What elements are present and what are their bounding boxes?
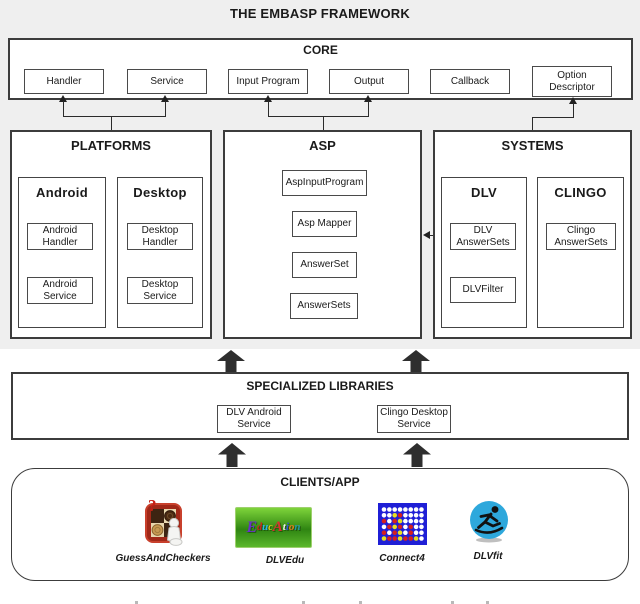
dlvedu-caption: DLVEdu: [265, 555, 305, 566]
android-service-box: Android Service: [27, 277, 93, 304]
dlvfit-app-icon[interactable]: [468, 500, 510, 544]
answerset-box: AnswerSet: [292, 252, 357, 278]
clients-box: CLIENTS/APP: [11, 468, 629, 581]
android-group-box: Android: [18, 177, 106, 328]
diagram-title: THE EMBASP FRAMEWORK: [230, 6, 410, 21]
platforms-label: PLATFORMS: [71, 138, 151, 153]
dlvfit-caption: DLVfit: [473, 551, 503, 562]
core-box-service: Service: [127, 69, 207, 94]
core-box-output: Output: [329, 69, 409, 94]
guessandcheckers-app-icon[interactable]: ?: [143, 495, 185, 549]
android-handler-box: Android Handler: [27, 223, 93, 250]
answersets-box: AnswerSets: [290, 293, 358, 319]
core-box-handler: Handler: [24, 69, 104, 94]
dlv-answersets-box: DLV AnswerSets: [450, 223, 516, 250]
clients-label: CLIENTS/APP: [280, 475, 360, 489]
desktop-service-box: Desktop Service: [127, 277, 193, 304]
dlv-group-box: DLV: [441, 177, 527, 328]
libraries-box: SPECIALIZED LIBRARIES: [11, 372, 629, 440]
dlv-filter-box: DLVFilter: [450, 277, 516, 303]
asp-mapper-box: Asp Mapper: [292, 211, 357, 237]
clingo-answersets-box: Clingo AnswerSets: [546, 223, 616, 250]
desktop-label: Desktop: [133, 185, 187, 200]
clingo-desktop-service-box: Clingo Desktop Service: [377, 405, 451, 433]
connect4-app-icon[interactable]: [378, 503, 427, 545]
up-arrow-clients-right: [403, 443, 431, 467]
libraries-label: SPECIALIZED LIBRARIES: [246, 379, 394, 393]
clingo-group-box: CLINGO: [537, 177, 624, 328]
desktop-group-box: Desktop: [117, 177, 203, 328]
core-label: CORE: [303, 43, 338, 57]
core-box-callback: Callback: [430, 69, 510, 94]
question-mark-glyph: ?: [148, 496, 157, 515]
up-arrow-libraries-left: [217, 350, 245, 373]
android-label: Android: [36, 185, 88, 200]
guessandcheckers-caption: GuessAndCheckers: [115, 553, 211, 564]
asp-input-program-box: AspInputProgram: [282, 170, 367, 196]
connect4-caption: Connect4: [379, 553, 425, 564]
core-box-input-program: Input Program: [228, 69, 308, 94]
dlv-android-service-box: DLV Android Service: [217, 405, 291, 433]
up-arrow-libraries-right: [402, 350, 430, 373]
systems-label: SYSTEMS: [501, 138, 564, 153]
asp-label: ASP: [309, 138, 336, 153]
dlv-label: DLV: [471, 185, 497, 200]
desktop-handler-box: Desktop Handler: [127, 223, 193, 250]
core-box-option-descriptor: Option Descriptor: [532, 66, 612, 97]
core-box: CORE: [8, 38, 633, 100]
up-arrow-clients-left: [218, 443, 246, 467]
clingo-label: CLINGO: [554, 185, 607, 200]
